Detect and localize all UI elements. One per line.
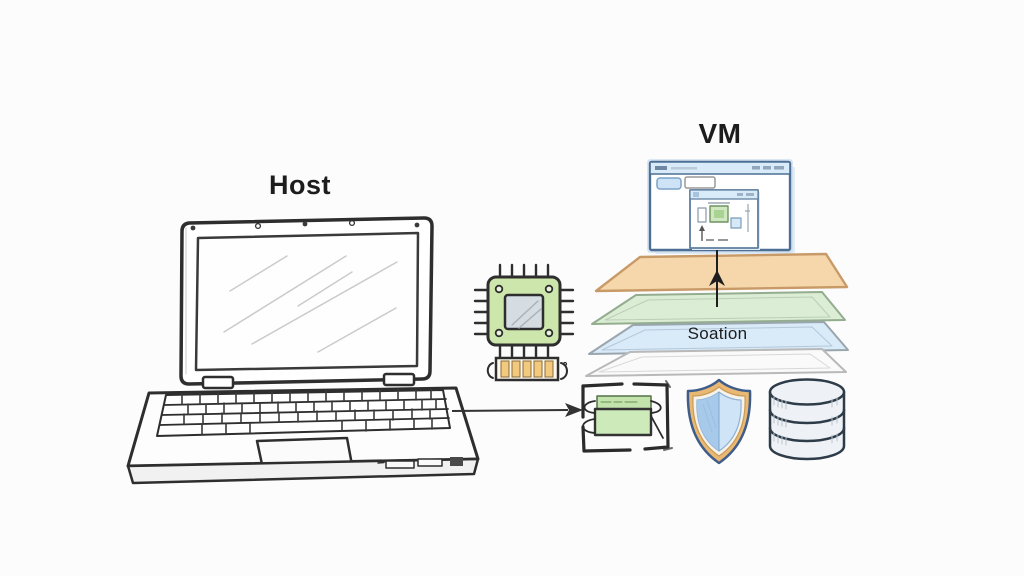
layer-stack bbox=[585, 252, 849, 377]
database-body bbox=[768, 390, 846, 461]
mini-window-icon bbox=[689, 189, 760, 250]
layer-orange bbox=[594, 252, 849, 293]
database-top bbox=[768, 378, 846, 406]
mini-window-titlebar bbox=[689, 189, 759, 200]
vm-window-titlebar bbox=[649, 161, 791, 175]
ram-module-icon bbox=[486, 356, 568, 382]
shield-field-left bbox=[696, 392, 719, 451]
laptop-screen bbox=[194, 231, 420, 372]
cpu-chip-icon bbox=[473, 263, 575, 359]
cpu-die bbox=[503, 293, 545, 331]
vm-window-buttons bbox=[752, 166, 784, 170]
vm-window-tab bbox=[684, 176, 716, 189]
host-label: Host bbox=[269, 170, 331, 200]
vm-label: VM bbox=[698, 118, 742, 149]
laptop-icon bbox=[126, 216, 480, 485]
laptop-keyboard bbox=[156, 388, 451, 437]
arrow-up-icon bbox=[709, 250, 725, 307]
ram-chips bbox=[500, 360, 554, 378]
sandbox-box-icon bbox=[581, 380, 673, 453]
shield-icon bbox=[686, 378, 752, 465]
isolation-layer-label: Soation bbox=[687, 324, 748, 343]
vm-window-tab-active bbox=[656, 177, 682, 190]
arrow-right-icon bbox=[451, 403, 583, 417]
sandbox-device bbox=[593, 407, 653, 437]
vm-window-icon bbox=[647, 159, 795, 254]
database-icon bbox=[768, 378, 846, 461]
